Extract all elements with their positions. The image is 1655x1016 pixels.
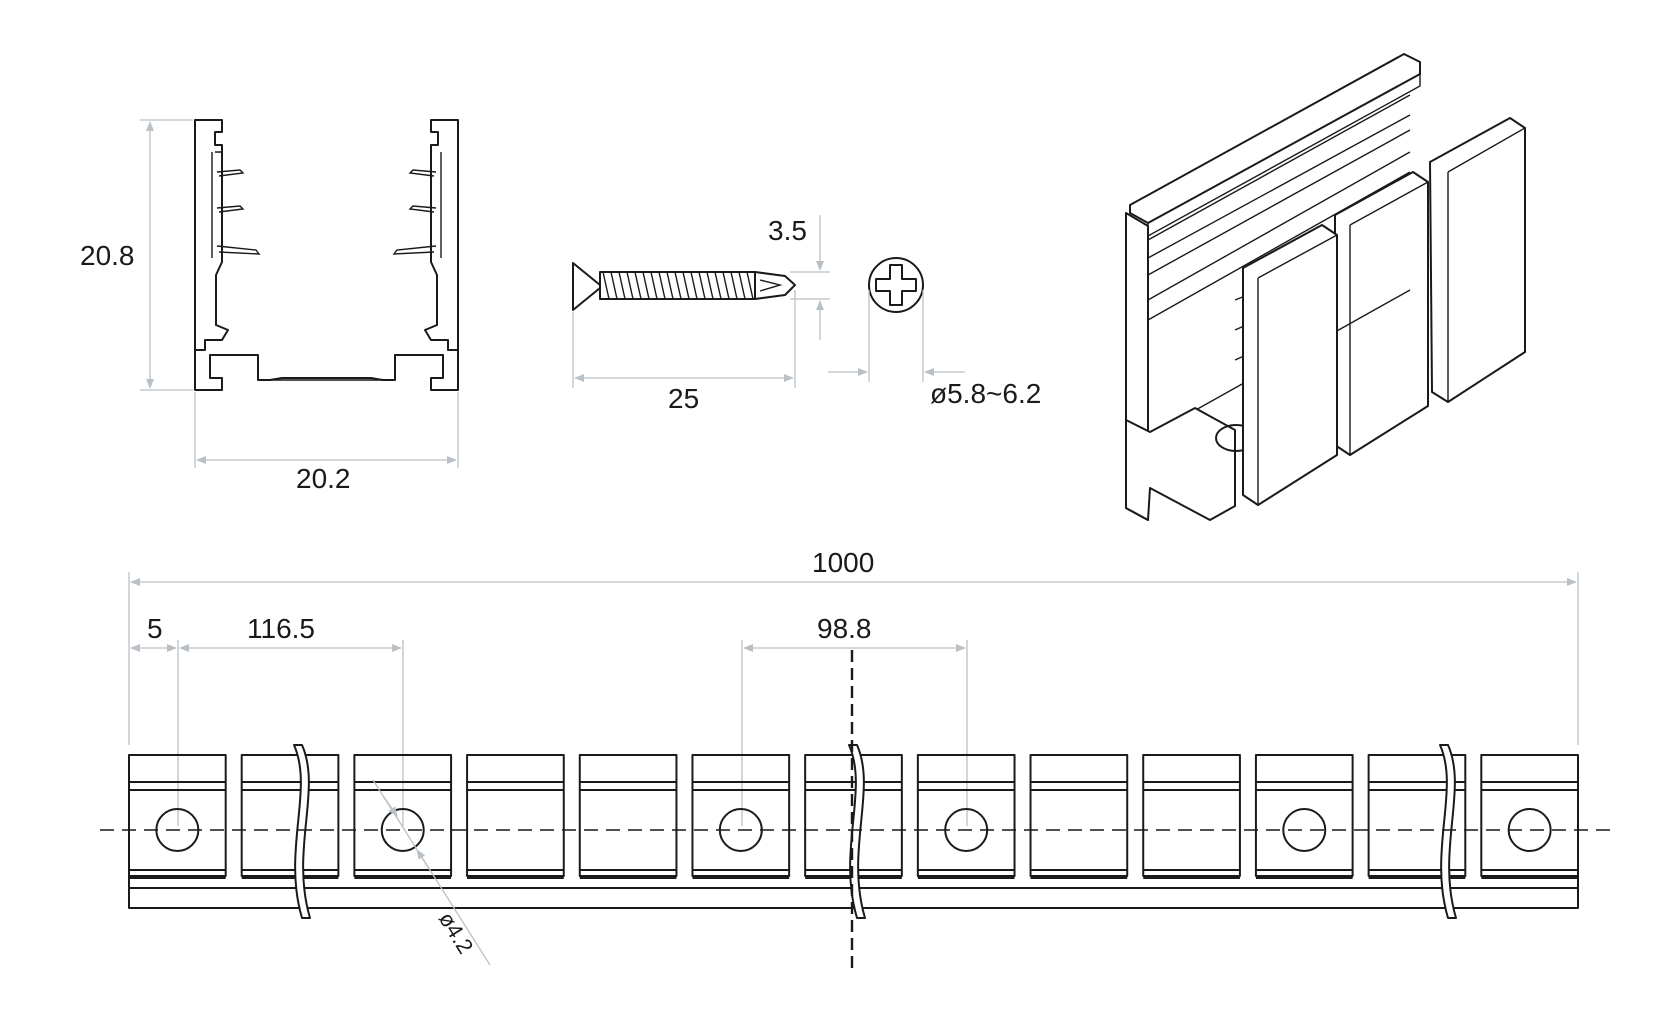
screw-head-end-view: ø5.8~6.2 (828, 257, 1041, 409)
profile-height-label: 20.8 (80, 240, 135, 271)
screw-length-label: 25 (668, 383, 699, 414)
strip-segment (128, 754, 227, 877)
strip-segment (240, 754, 340, 877)
profile-cross-section: 20.8 20.2 (80, 119, 459, 494)
iso-back-plate (1429, 117, 1526, 403)
strip-segment (691, 754, 791, 877)
strip-segment (1254, 754, 1354, 877)
strip-break-gap (293, 744, 311, 919)
strip-break-gap (1439, 744, 1457, 919)
screw-diameter-label: ø5.8~6.2 (930, 378, 1041, 409)
profile-width-label: 20.2 (296, 463, 351, 494)
screw-threads (602, 271, 754, 300)
strip-hole (1282, 808, 1327, 852)
right-clip-fins (392, 152, 442, 258)
strip-body (128, 744, 1580, 919)
strip-segment (1480, 754, 1580, 877)
iso-front-plate (1242, 224, 1338, 506)
strip-plan-view: 1000 5 116.5 98.8 ø4.2 (100, 547, 1618, 968)
profile-isometric-view (1125, 53, 1526, 521)
first-hole-pitch-label: 116.5 (247, 613, 315, 644)
left-clip-fins (211, 151, 261, 262)
strip-segment (1367, 754, 1467, 877)
total-length-label: 1000 (812, 547, 874, 578)
hole-pitch-label: 98.8 (817, 613, 872, 644)
hole-diameter-leader: ø4.2 (372, 779, 491, 966)
strip-segment (1142, 754, 1241, 877)
screw-head-height-label: 3.5 (768, 215, 807, 246)
iso-middle-plate (1334, 171, 1429, 456)
screw-side-view: 3.5 25 (572, 215, 830, 414)
strip-segment (578, 754, 678, 877)
hole-diameter-label: ø4.2 (434, 907, 479, 958)
strip-hole (380, 808, 425, 852)
strip-segment (1029, 754, 1129, 877)
strip-segment (466, 754, 565, 877)
strip-segment (916, 754, 1016, 877)
first-hole-edge-label: 5 (147, 613, 163, 644)
strip-segment (353, 754, 453, 877)
